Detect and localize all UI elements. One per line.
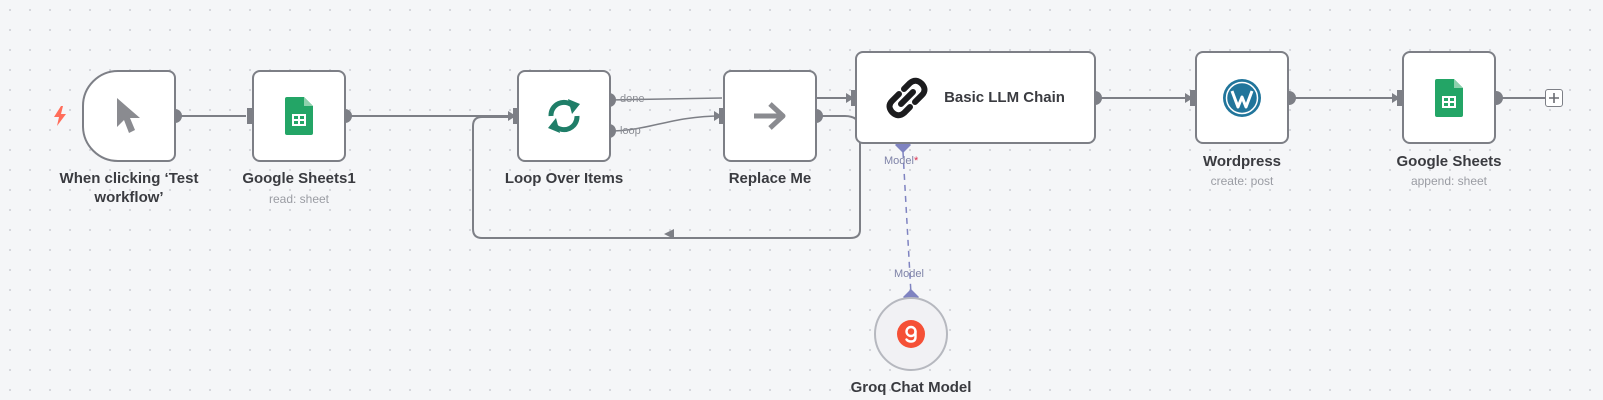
loop-back-arrow: [664, 229, 674, 239]
add-node-button[interactable]: [1545, 89, 1563, 107]
node-label-wordpress: Wordpress: [1202, 153, 1282, 170]
google-sheets-icon: [1435, 78, 1463, 117]
groq-icon: [897, 320, 925, 348]
lightning-bolt-icon: [54, 106, 66, 126]
node-google-sheets[interactable]: [1402, 51, 1496, 144]
node-label-groq-chat-model: Groq Chat Model: [850, 379, 972, 396]
node-label-manual-trigger: When clicking ‘Test workflow’: [59, 170, 199, 206]
arrow-right-icon: [754, 102, 786, 130]
arrowhead: [1185, 93, 1193, 103]
node-subtitle-google-sheets1: read: sheet: [268, 192, 330, 206]
wordpress-icon: [1223, 78, 1261, 117]
node-replace-me[interactable]: [723, 70, 817, 162]
node-subtitle-google-sheets: append: sheet: [1410, 174, 1488, 188]
arrowhead: [508, 111, 516, 121]
google-sheets-icon: [285, 97, 313, 135]
model-port-label: Model*: [884, 155, 919, 167]
node-groq-chat-model[interactable]: [874, 297, 948, 371]
plus-icon: [1549, 93, 1559, 103]
port-label-done: done: [620, 93, 645, 105]
node-label-google-sheets1: Google Sheets1: [242, 170, 356, 187]
arrowhead: [846, 93, 854, 103]
node-label-replace-me: Replace Me: [728, 170, 812, 187]
chain-link-icon: [886, 77, 928, 118]
node-subtitle-wordpress: create: post: [1210, 174, 1274, 188]
port-label-loop: loop: [620, 125, 641, 137]
node-label-basic-llm-chain: Basic LLM Chain: [944, 89, 1065, 106]
arrowhead: [1392, 93, 1400, 103]
node-google-sheets1[interactable]: [252, 70, 346, 162]
node-label-loop-over-items: Loop Over Items: [504, 170, 624, 187]
loop-arrows-icon: [548, 99, 580, 133]
node-manual-trigger[interactable]: [82, 70, 176, 162]
node-wordpress[interactable]: [1195, 51, 1289, 144]
arrowhead: [714, 111, 722, 121]
cursor-arrow-icon: [117, 98, 140, 133]
node-basic-llm-chain[interactable]: Basic LLM Chain: [855, 51, 1096, 144]
node-label-google-sheets: Google Sheets: [1396, 153, 1502, 170]
model-output-label: Model: [894, 268, 924, 280]
node-loop-over-items[interactable]: [517, 70, 611, 162]
